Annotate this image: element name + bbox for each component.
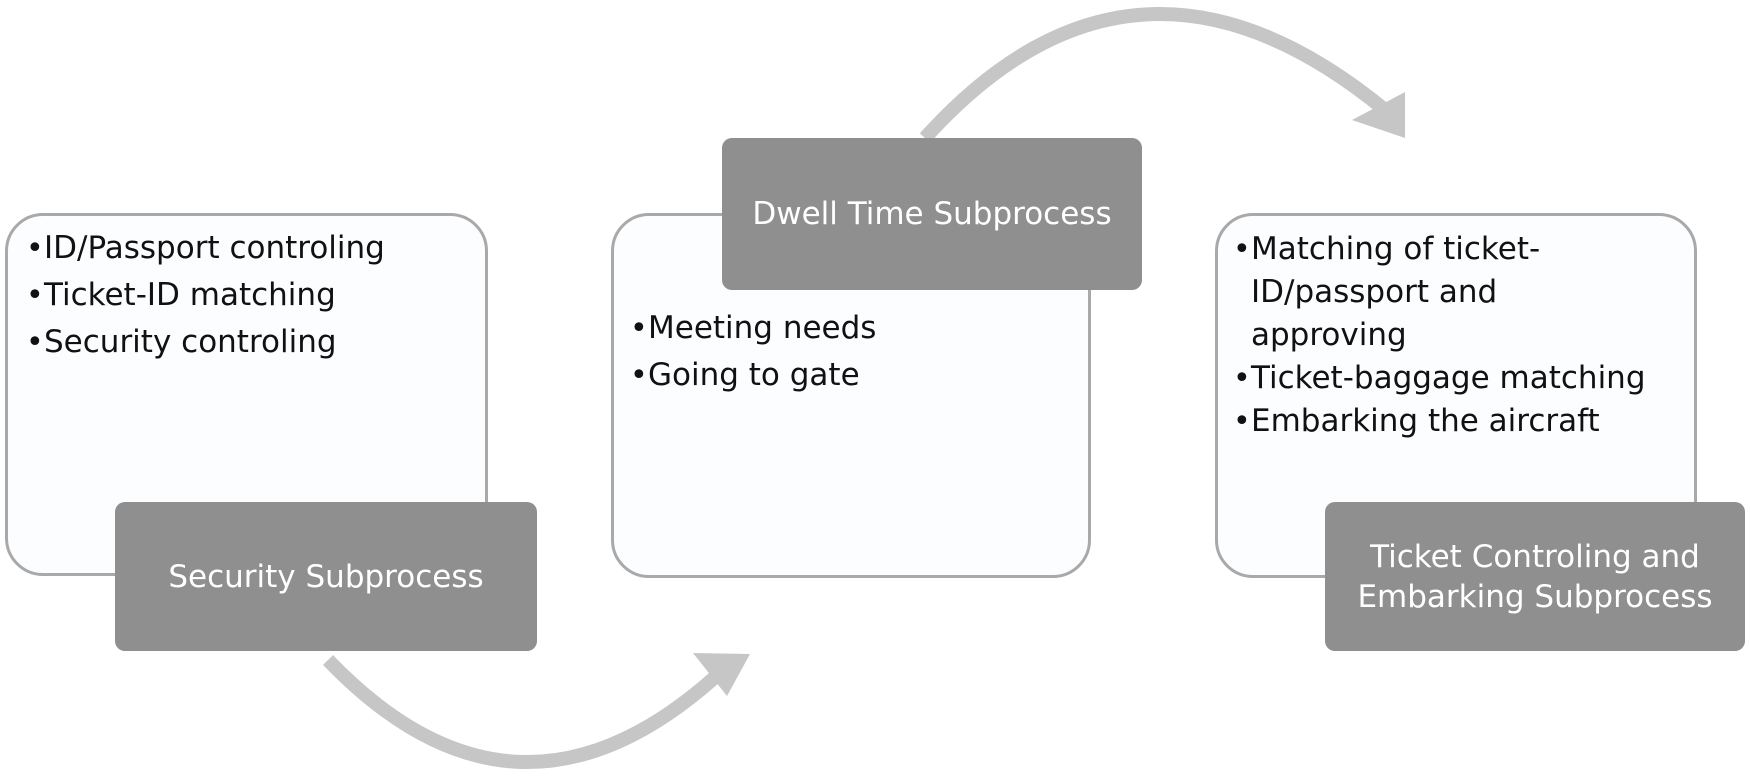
list-item: Security controling	[26, 319, 476, 366]
list-item: Embarking the aircraft	[1233, 400, 1600, 443]
list-item: Meeting needs	[630, 305, 1070, 352]
list-item: Ticket-baggage matching	[1233, 357, 1646, 400]
dwell-time-subprocess-list: Meeting needs Going to gate	[630, 305, 1070, 399]
ticket-subprocess-label: Ticket Controling and Embarking Subproce…	[1325, 502, 1745, 651]
dwell-time-subprocess-label: Dwell Time Subprocess	[722, 138, 1142, 290]
list-item: Ticket-ID matching	[26, 272, 476, 319]
arrow-dwell-to-ticket-head	[1352, 92, 1405, 138]
arrow-dwell-to-ticket	[919, 7, 1390, 143]
list-item: ID/Passport controling	[26, 225, 476, 272]
arrow-security-to-dwell	[322, 655, 730, 769]
arrow-security-to-dwell-head	[693, 653, 750, 696]
ticket-subprocess-list: Matching of ticket-ID/passport and appro…	[1233, 228, 1646, 443]
security-subprocess-label: Security Subprocess	[115, 502, 537, 651]
list-item: Matching of ticket-ID/passport and appro…	[1233, 228, 1543, 357]
list-item: Going to gate	[630, 352, 1070, 399]
security-subprocess-list: ID/Passport controling Ticket-ID matchin…	[26, 225, 476, 366]
